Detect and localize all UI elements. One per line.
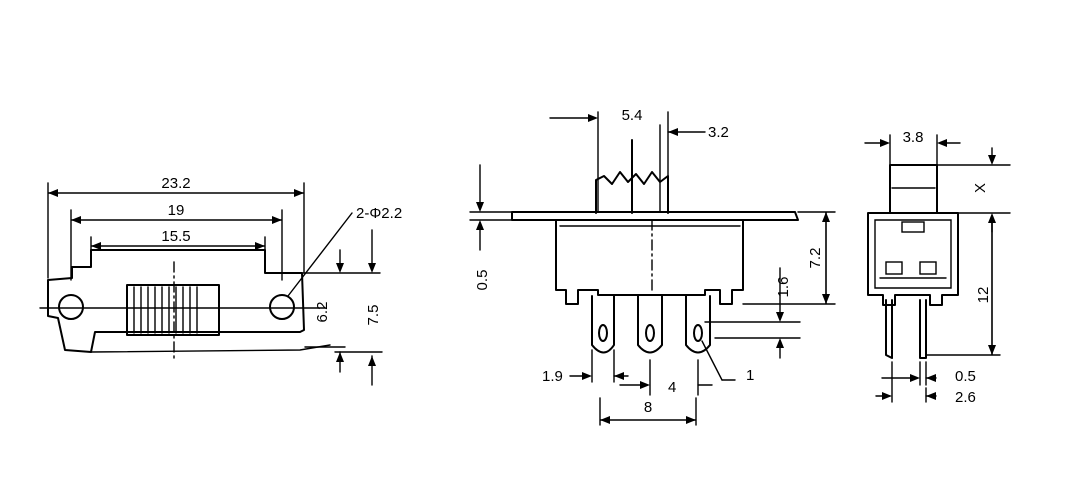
dim-label-1-9: 1.9 bbox=[542, 368, 563, 385]
dim-label-1-6: 1.6 bbox=[775, 277, 792, 298]
end-actuator bbox=[889, 164, 938, 214]
end-view: 3.8 X 12 0.5 2.6 bbox=[864, 129, 1011, 406]
hole-spec-leader bbox=[287, 212, 353, 297]
side-terminals bbox=[591, 295, 711, 354]
dim-label-23-2: 23.2 bbox=[161, 175, 190, 192]
front-view: 23.2 19 15.5 2-Φ2.2 6.2 7.5 bbox=[39, 175, 402, 386]
dim-label-0-5: 0.5 bbox=[474, 270, 491, 291]
dim-label-x: X bbox=[972, 183, 989, 193]
dim-label-hole-spec: 2-Φ2.2 bbox=[356, 205, 402, 222]
dim-label-1: 1 bbox=[746, 367, 754, 384]
dim-label-3-8: 3.8 bbox=[903, 129, 924, 146]
mount-hole-right bbox=[269, 294, 295, 320]
dim-label-19: 19 bbox=[168, 202, 185, 219]
front-lower-lip bbox=[90, 344, 331, 353]
dim-label-8: 8 bbox=[644, 399, 652, 416]
dim-label-5-4: 5.4 bbox=[622, 107, 643, 124]
side-view: 5.4 3.2 0.5 7.2 1.6 1.9 bbox=[469, 107, 836, 426]
dim-label-12: 12 bbox=[975, 287, 992, 304]
dim-label-15-5: 15.5 bbox=[161, 228, 190, 245]
side-body bbox=[555, 219, 744, 305]
dim-label-end-0-5: 0.5 bbox=[955, 368, 976, 385]
end-body-frame bbox=[867, 212, 959, 306]
side-top-plate bbox=[511, 211, 799, 221]
dim-label-7-5: 7.5 bbox=[365, 305, 382, 326]
dim-label-6-2: 6.2 bbox=[314, 302, 331, 323]
front-plate-outline bbox=[47, 249, 305, 353]
mount-hole-left bbox=[58, 294, 84, 320]
dim-label-2-6: 2.6 bbox=[955, 389, 976, 406]
dim-label-3-2: 3.2 bbox=[708, 124, 729, 141]
dim-label-4: 4 bbox=[668, 379, 676, 396]
terminal-hole-leader bbox=[701, 340, 723, 381]
end-pins bbox=[885, 299, 927, 359]
dim-label-7-2: 7.2 bbox=[807, 248, 824, 269]
front-slider-actuator bbox=[126, 284, 220, 336]
